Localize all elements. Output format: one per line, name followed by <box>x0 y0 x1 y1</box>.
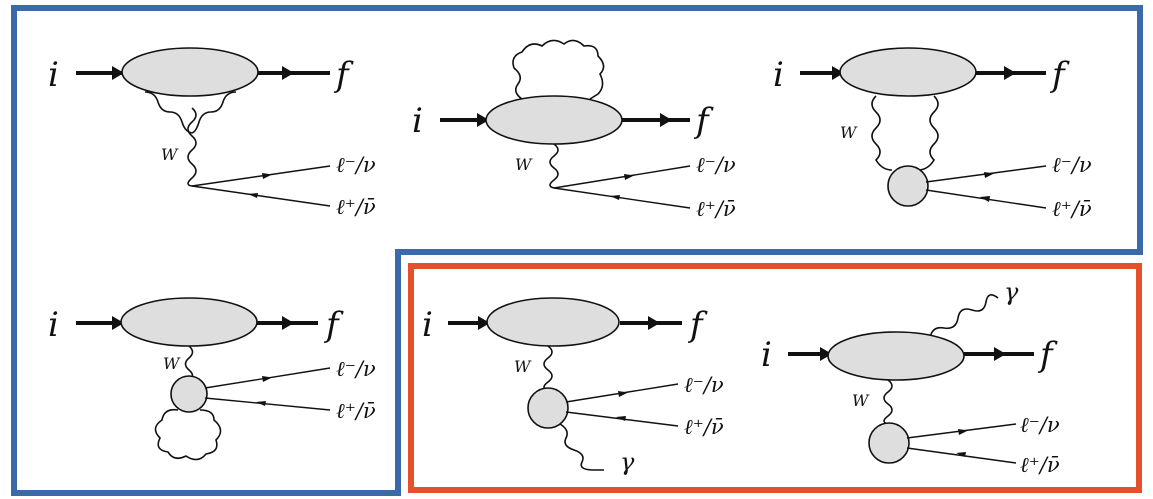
label-f: f <box>1049 55 1070 95</box>
label-f: f <box>1037 335 1058 375</box>
label-gamma: γ <box>1004 278 1019 306</box>
arrow-icon <box>648 316 660 330</box>
photon-loop <box>512 39 605 100</box>
label-f: f <box>693 101 714 141</box>
lepton-line-plus <box>553 187 691 209</box>
label-gamma: γ <box>620 448 635 476</box>
arrow-icon <box>616 416 626 421</box>
label-f: f <box>323 305 344 345</box>
label-w: W <box>163 354 181 373</box>
photon-line <box>929 294 999 339</box>
arrow-icon <box>282 66 294 80</box>
hadron-blob <box>121 47 259 97</box>
diagram-1: i f W ℓ⁻/ν ℓ⁺/ν̄ <box>48 47 376 219</box>
arrow-icon <box>994 347 1006 361</box>
w-propagator <box>549 143 559 189</box>
label-lepton-minus: ℓ⁻/ν <box>1020 413 1060 437</box>
arrow-icon <box>262 173 272 179</box>
diagram-5: i f W ℓ⁻/ν ℓ⁺/ν̄ γ <box>422 297 724 476</box>
red-frame <box>408 263 1142 493</box>
hadron-blob <box>486 297 620 347</box>
arrow-icon <box>984 172 994 178</box>
diagram-3: i f W ℓ⁻/ν ℓ⁺/ν̄ <box>773 47 1092 221</box>
w-propagator <box>883 379 893 425</box>
arrow-icon <box>832 66 844 80</box>
label-f: f <box>687 305 708 345</box>
arrow-icon <box>1004 66 1016 80</box>
photon-loop-right <box>191 91 237 134</box>
arrow-icon <box>477 113 489 127</box>
label-w: W <box>514 357 532 376</box>
hadron-blob <box>839 47 977 97</box>
arrow-icon <box>282 316 294 330</box>
diagram-2: i f W ℓ⁻/ν ℓ⁺/ν̄ <box>412 39 736 221</box>
label-i: i <box>48 305 59 345</box>
label-w: W <box>515 155 533 174</box>
label-i: i <box>412 101 423 141</box>
diagram-4: i f W ℓ⁻/ν ℓ⁺/ν̄ <box>48 297 376 461</box>
photon-line <box>559 423 604 471</box>
arrow-icon <box>618 391 628 397</box>
arrow-icon <box>256 401 266 406</box>
arrow-icon <box>958 429 968 435</box>
label-lepton-minus: ℓ⁻/ν <box>336 153 376 177</box>
label-lepton-minus: ℓ⁻/ν <box>696 153 736 177</box>
arrow-icon <box>610 195 620 200</box>
hadron-blob <box>120 297 258 347</box>
lepton-line-minus <box>553 165 691 189</box>
label-lepton-minus: ℓ⁻/ν <box>1052 153 1092 177</box>
label-lepton-minus: ℓ⁻/ν <box>684 373 724 397</box>
arrow-icon <box>956 452 966 457</box>
arrow-icon <box>112 66 124 80</box>
lepton-blob <box>868 422 910 464</box>
label-lepton-plus: ℓ⁺/ν̄ <box>696 197 736 221</box>
label-lepton-plus: ℓ⁺/ν̄ <box>336 399 376 423</box>
w-propagator <box>543 345 553 391</box>
diagram-6: i f γ W ℓ⁻/ν ℓ⁺/ν̄ <box>761 278 1060 477</box>
photon-loop <box>154 408 222 461</box>
label-w: W <box>840 123 858 142</box>
arrow-icon <box>660 113 672 127</box>
lepton-blob <box>887 165 929 207</box>
lepton-line-plus <box>191 185 331 207</box>
photon-loop-left <box>144 91 193 134</box>
arrow-icon <box>980 196 990 202</box>
lepton-line-minus <box>191 165 331 187</box>
lepton-line-plus <box>204 397 331 411</box>
lepton-blob <box>170 375 208 413</box>
label-w: W <box>161 145 179 164</box>
lepton-blob <box>527 387 569 429</box>
arrow-icon <box>820 347 832 361</box>
label-i: i <box>761 335 772 375</box>
label-i: i <box>48 55 59 95</box>
arrow-icon <box>624 174 634 180</box>
lepton-line-plus <box>906 447 1017 464</box>
w-propagator <box>187 107 197 187</box>
label-lepton-plus: ℓ⁺/ν̄ <box>336 195 376 219</box>
arrow-icon <box>478 316 490 330</box>
label-f: f <box>333 55 354 95</box>
hadron-blob <box>827 331 965 381</box>
w-propagator <box>184 345 194 381</box>
w-propagator-left <box>871 95 893 171</box>
label-i: i <box>773 55 784 95</box>
label-w: W <box>852 391 870 410</box>
photon-propagator-right <box>917 95 939 171</box>
hadron-blob <box>485 95 623 145</box>
label-lepton-plus: ℓ⁺/ν̄ <box>1052 197 1092 221</box>
arrow-icon <box>112 316 124 330</box>
label-lepton-plus: ℓ⁺/ν̄ <box>1020 453 1060 477</box>
label-lepton-plus: ℓ⁺/ν̄ <box>684 415 724 439</box>
blue-frame <box>11 5 1143 496</box>
arrow-icon <box>262 376 272 382</box>
arrow-icon <box>248 193 258 198</box>
label-i: i <box>422 305 433 345</box>
label-lepton-minus: ℓ⁻/ν <box>336 357 376 381</box>
